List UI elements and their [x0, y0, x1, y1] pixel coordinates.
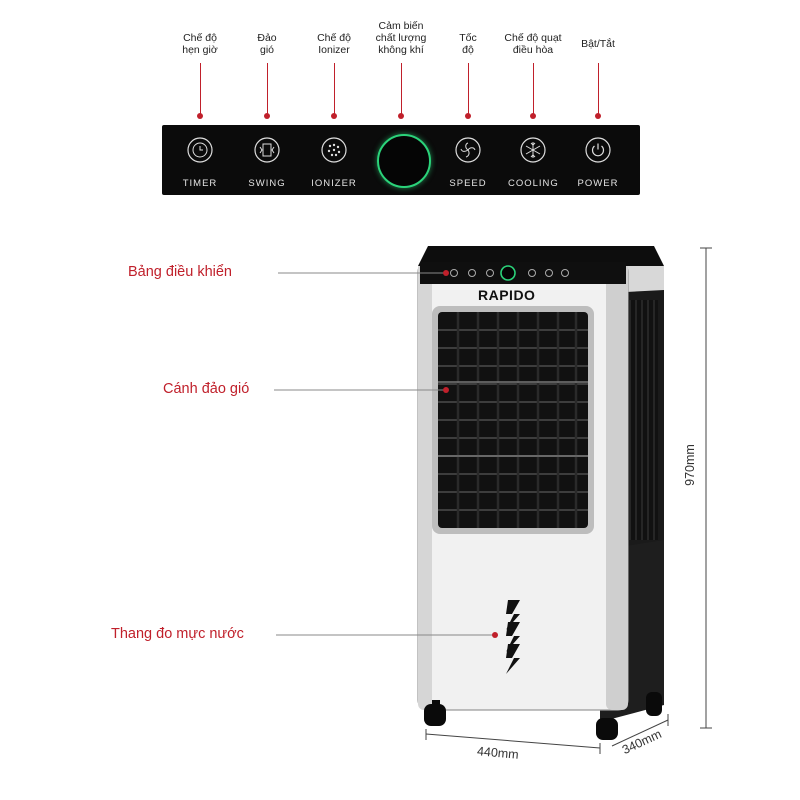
label-louver: Cánh đảo gió: [163, 381, 250, 397]
dimension-height: 970mm: [682, 444, 697, 486]
wheels: [424, 692, 662, 740]
leader-dot: [197, 113, 203, 119]
top-lid: [418, 246, 664, 266]
leader-dot: [465, 113, 471, 119]
brand-logo: RAPIDO: [478, 287, 536, 303]
fan-icon: [455, 137, 481, 163]
timer-button[interactable]: TIMER: [175, 137, 225, 189]
leader-dot: [331, 113, 337, 119]
callout-cooling: Chế độ quạt điều hòa: [504, 32, 562, 56]
callout-power: Bật/Tắt: [581, 38, 615, 50]
leader-line: [267, 63, 268, 115]
dimension-lines: [425, 247, 712, 754]
callout-ionizer: Chế độ Ionizer: [317, 32, 351, 56]
label-water-gauge: Thang đo mực nước: [111, 626, 244, 642]
callout-speed: Tốc độ: [459, 32, 477, 56]
leader-dot: [530, 113, 536, 119]
leader-dot: [398, 113, 404, 119]
leader-line: [334, 63, 335, 115]
swing-icon: [254, 137, 280, 163]
power-icon: [585, 137, 611, 163]
leader-line: [598, 63, 599, 115]
leader-line: [468, 63, 469, 115]
water-level-gauge: [506, 600, 520, 674]
clock-icon: [187, 137, 213, 163]
swing-button[interactable]: SWING: [242, 137, 292, 189]
unit-control-strip: [420, 262, 626, 284]
control-panel: TIMER SWING IONIZER SPEED COOLING: [162, 125, 640, 195]
air-quality-sensor: [377, 134, 431, 188]
leader-dot: [595, 113, 601, 119]
ionizer-button[interactable]: IONIZER: [309, 137, 359, 189]
callout-swing: Đảo gió: [257, 32, 277, 56]
ionizer-icon: [321, 137, 347, 163]
snowflake-icon: [520, 137, 546, 163]
leader-line: [200, 63, 201, 115]
leader-line: [401, 63, 402, 115]
speed-button[interactable]: SPEED: [443, 137, 493, 189]
leader-dot: [264, 113, 270, 119]
leader-line: [533, 63, 534, 115]
cooling-button[interactable]: COOLING: [508, 137, 558, 189]
power-button[interactable]: POWER: [573, 137, 623, 189]
label-control-panel: Bảng điều khiển: [128, 264, 232, 280]
callout-air-sensor: Cảm biến chất lượng không khí: [375, 20, 427, 56]
callout-timer: Chế độ hẹn giờ: [182, 32, 218, 56]
side-grille: [626, 300, 658, 540]
